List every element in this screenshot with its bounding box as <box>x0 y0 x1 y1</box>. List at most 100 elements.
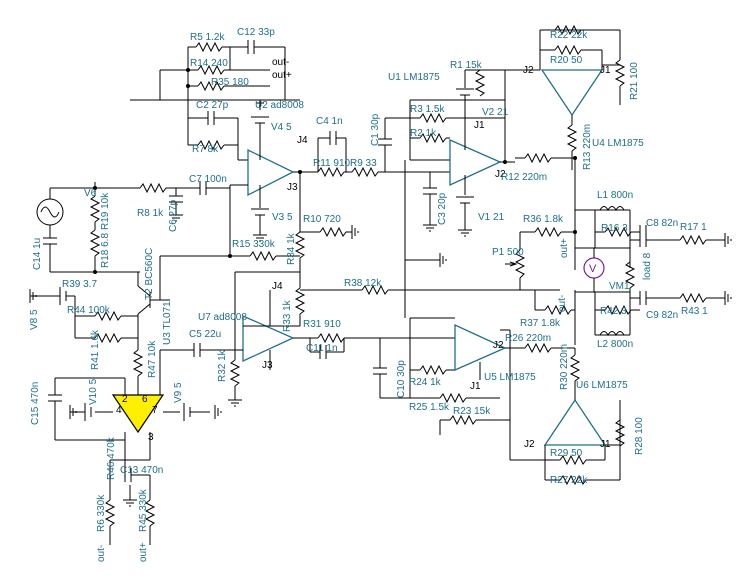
label-j2-u1: J2 <box>495 169 506 180</box>
u2-opamp <box>230 99 310 242</box>
label-r33: R33 1k <box>282 299 293 332</box>
label-r32: R32 1k <box>217 349 228 382</box>
load-voltmeter: V <box>583 248 635 300</box>
label-v8: V8 5 <box>29 309 40 330</box>
label-v3: V3 5 <box>272 212 293 223</box>
potentiometer-p1 <box>505 232 526 290</box>
label-out-plus-bot: out+ <box>138 542 149 562</box>
label-r20: R20 50 <box>550 55 583 66</box>
label-r12: R12 220m <box>501 172 547 183</box>
label-r21: R21 100 <box>629 62 640 100</box>
label-c13: C13 470n <box>120 465 163 476</box>
label-vm1: VM1 <box>609 281 630 292</box>
component-labels: R5 1.2k C12 33p R14 240 out- out+ R35 18… <box>29 27 708 562</box>
label-r26: R26 220m <box>505 333 551 344</box>
label-r30: R30 220m <box>559 344 570 390</box>
pin-4: 4 <box>116 405 122 416</box>
label-r39: R39 3.7 <box>62 279 97 290</box>
label-v10: V10 5 <box>88 378 99 405</box>
label-l1: L1 800n <box>597 190 633 201</box>
label-r3: R3 1.5k <box>410 104 445 115</box>
label-j1-u6: J1 <box>600 439 611 450</box>
label-u4: U4 LM1875 <box>592 138 644 149</box>
output-top-network <box>520 206 732 270</box>
pin-7: 7 <box>152 405 158 416</box>
label-r8: R8 1k <box>137 208 164 219</box>
pin-6: 6 <box>142 394 148 405</box>
u5-input-network <box>309 260 500 435</box>
label-c14: C14 1u <box>32 238 43 270</box>
label-j3-u7: J3 <box>262 360 273 371</box>
label-r25: R25 1.5k <box>409 402 450 413</box>
label-v2: V2 21 <box>482 107 509 118</box>
label-c1: C1 30p <box>370 113 381 146</box>
label-r37: R37 1.8k <box>520 318 561 329</box>
u6-opamp <box>509 348 625 485</box>
label-u2: U2 ad8008 <box>255 100 304 111</box>
label-c9: C9 82n <box>646 310 678 321</box>
label-r35: R35 180 <box>211 77 249 88</box>
label-r41: R41 1.6k <box>90 329 101 370</box>
u3-opamp <box>47 377 222 545</box>
output-bottom-network <box>534 290 732 345</box>
label-j4-top: J4 <box>297 135 308 146</box>
label-c2: C2 27p <box>196 100 229 111</box>
label-r18: R18 6.8 <box>100 233 111 268</box>
label-u3: U3 TL071 <box>162 301 173 345</box>
label-r14: R14 240 <box>190 58 228 69</box>
label-r38: R38 12k <box>344 278 382 289</box>
label-j2-u4: J2 <box>523 65 534 76</box>
label-c10: C10 30p <box>396 360 407 398</box>
label-t2: T2 BC560C <box>144 248 155 300</box>
u1-input-network <box>310 99 505 268</box>
label-j2-u6: J2 <box>524 439 535 450</box>
label-r17: R17 1 <box>680 222 707 233</box>
mid-network <box>243 170 560 327</box>
label-r6: R6 330k <box>96 494 107 532</box>
label-load: load 8 <box>642 252 653 280</box>
label-r7: R7 8k <box>192 144 219 155</box>
label-v1: V1 21 <box>478 212 505 223</box>
label-r36: R36 1.8k <box>523 214 564 225</box>
label-r22: R22 22k <box>550 30 588 41</box>
label-j2-u5: J2 <box>493 340 504 351</box>
label-r45: R45 330k <box>138 488 149 532</box>
pin-2: 2 <box>122 394 128 405</box>
u1-opamp <box>449 69 575 237</box>
label-r10: R10 720 <box>303 214 341 225</box>
label-c7: C7 100n <box>189 174 227 185</box>
label-c4: C4 1n <box>316 116 343 127</box>
label-r5: R5 1.2k <box>190 32 225 43</box>
label-c11: C11 1n <box>306 343 338 354</box>
label-c15: C15 470n <box>30 382 41 425</box>
label-r23: R23 15k <box>453 406 491 417</box>
label-j1-u1: J1 <box>474 120 485 131</box>
label-r11: R11 910 <box>313 158 351 169</box>
label-out-minus-bot: out- <box>96 545 107 562</box>
label-v6: V6 <box>84 188 97 199</box>
label-r29: R29 50 <box>550 448 583 459</box>
label-v4: V4 5 <box>271 122 292 133</box>
label-r27: R27 22k <box>550 475 588 486</box>
label-j4-mid: J4 <box>272 281 283 292</box>
label-u7: U7 ad8008 <box>198 312 247 323</box>
label-r16: R16 3 <box>601 223 628 234</box>
label-c5: C5 22u <box>189 329 221 340</box>
label-u1: U1 LM1875 <box>388 72 440 83</box>
label-r43: R43 1 <box>681 306 708 317</box>
label-u6: U6 LM1875 <box>576 380 628 391</box>
label-j3-u2: J3 <box>287 182 298 193</box>
label-p1: P1 500 <box>492 247 524 258</box>
label-out-plus-top: out+ <box>272 70 292 81</box>
t2-bias-network <box>29 188 300 395</box>
label-r34: R34 1k <box>286 232 297 265</box>
voltmeter-v-text: V <box>589 263 597 275</box>
top-feedback-network <box>130 39 300 161</box>
label-r31: R31 910 <box>303 319 341 330</box>
label-out-minus-top: out- <box>272 57 289 68</box>
label-r15: R15 330k <box>232 239 276 250</box>
label-r44: R44 100k <box>67 305 111 316</box>
label-r1: R1 15k <box>450 60 483 71</box>
